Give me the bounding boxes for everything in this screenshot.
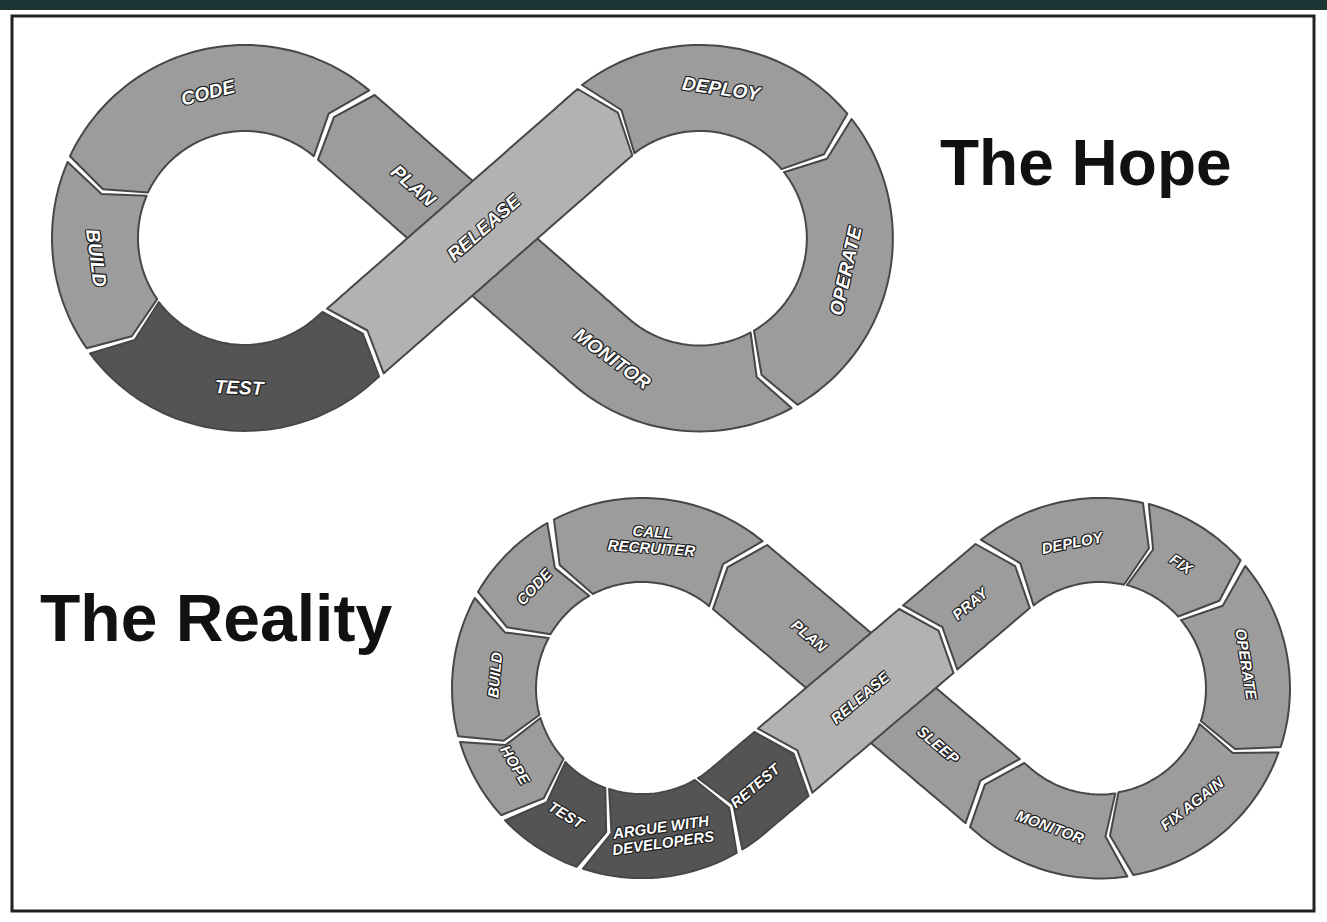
loop-segment: BUILD bbox=[49, 159, 160, 351]
segment-label: BUILD bbox=[485, 652, 505, 699]
segment-arrow-shape bbox=[751, 116, 896, 408]
segment-arrow-shape bbox=[87, 299, 382, 434]
loop-segment: TEST bbox=[87, 299, 382, 434]
loop-segment: MONITOR bbox=[967, 760, 1130, 881]
loop-segment: OPERATE bbox=[751, 116, 896, 408]
loop-title: The Hope bbox=[940, 128, 1232, 198]
segment-label: TEST bbox=[215, 377, 264, 399]
loop-segment: FIX AGAIN bbox=[1107, 721, 1282, 878]
loop-segment: CODE bbox=[67, 42, 372, 196]
loop-segment: RELEASE bbox=[755, 606, 956, 796]
segment-arrow-shape bbox=[1178, 563, 1293, 752]
segment-arrow-shape bbox=[67, 42, 372, 196]
loop-title: The Reality bbox=[40, 582, 392, 655]
loop-segment: DEPLOY bbox=[978, 495, 1152, 608]
loop-segment: OPERATE bbox=[1178, 563, 1293, 752]
